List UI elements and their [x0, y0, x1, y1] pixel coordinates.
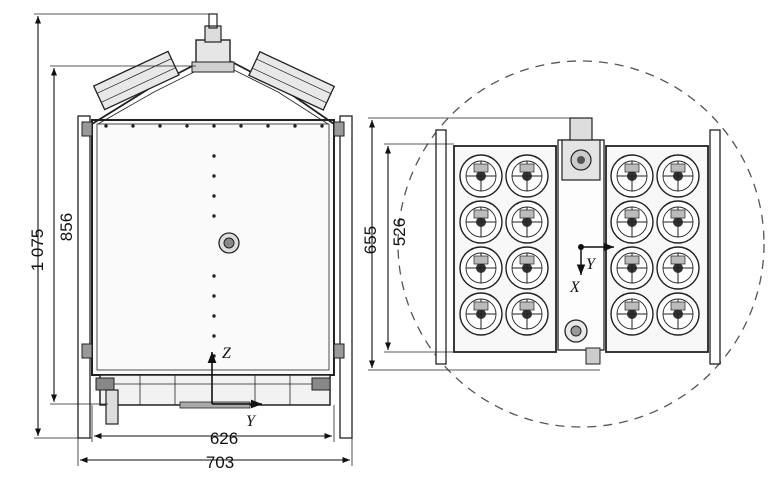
dim-body-height: 856 — [57, 213, 76, 241]
cylinder — [459, 292, 503, 336]
cylinder — [505, 200, 549, 244]
cylinder — [505, 246, 549, 290]
top-axis-y-label: Y — [586, 256, 597, 273]
top-view: Y X 655 526 — [361, 60, 765, 428]
cylinder — [656, 292, 700, 336]
cylinder — [610, 200, 654, 244]
dim-overall-width: 703 — [206, 453, 234, 472]
cylinder — [505, 292, 549, 336]
cylinder — [656, 154, 700, 198]
envelope-circle — [397, 60, 765, 428]
dim-overall-height: 1 075 — [28, 229, 47, 272]
cylinder — [610, 154, 654, 198]
top-axis-x-label: X — [569, 279, 581, 296]
dim-body-width: 626 — [210, 429, 238, 448]
cylinder — [610, 246, 654, 290]
dim-outer-height: 655 — [361, 226, 380, 254]
front-view: Z Y 1 075 856 626 703 — [28, 13, 353, 472]
cylinder — [459, 246, 503, 290]
cylinder — [505, 154, 549, 198]
front-axis-z-label: Z — [222, 345, 232, 362]
cylinder — [656, 246, 700, 290]
cylinder-array — [459, 154, 700, 336]
cylinder — [459, 200, 503, 244]
front-axis-y-label: Y — [246, 413, 257, 430]
cylinder — [656, 200, 700, 244]
cylinder — [459, 154, 503, 198]
cylinder — [610, 292, 654, 336]
dim-inner-height: 526 — [390, 218, 409, 246]
